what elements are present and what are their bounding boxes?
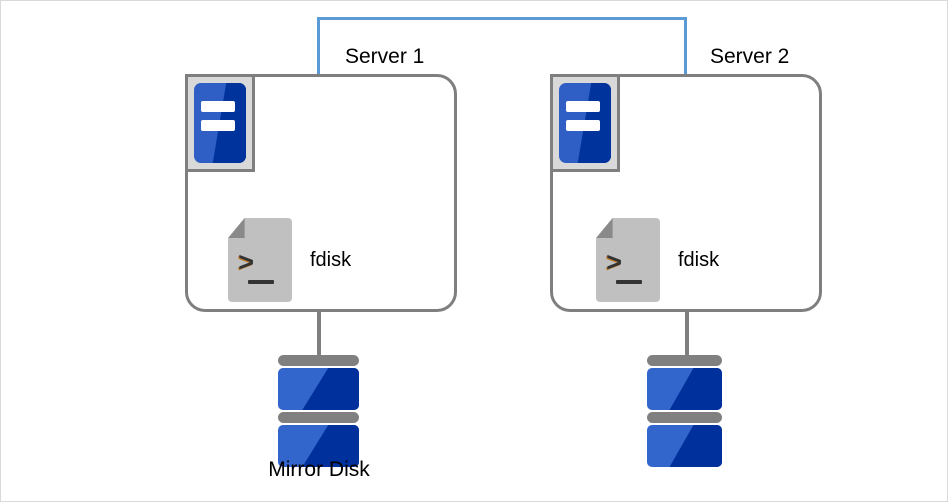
disk-plate-middle-2 bbox=[647, 412, 722, 423]
disk-block-lower-1 bbox=[278, 425, 359, 467]
disk-block-upper-1 bbox=[278, 368, 359, 410]
disk-block-upper-shade-1 bbox=[302, 368, 359, 410]
disk-block-lower-shade-2 bbox=[669, 425, 722, 467]
prompt-underscore-2 bbox=[616, 280, 643, 285]
disk-plate-top-2 bbox=[647, 355, 722, 366]
disk-label-1: Mirror Disk bbox=[268, 458, 370, 481]
server-icon-2 bbox=[550, 74, 620, 172]
fdisk-label-2: fdisk bbox=[678, 248, 720, 271]
terminal-document-icon-2: > bbox=[596, 218, 660, 302]
doc-fold-corner-1 bbox=[228, 218, 245, 239]
server-icon-bar-bottom-1 bbox=[201, 119, 235, 131]
prompt-chevron-icon-2: > bbox=[606, 247, 623, 278]
fdisk-row-1: > fdisk bbox=[228, 218, 351, 302]
disk-connector-2 bbox=[685, 312, 689, 358]
server-icon-bar-bottom-2 bbox=[566, 119, 600, 131]
disk-stack-icon-2[interactable] bbox=[647, 355, 722, 469]
disk-stack-icon-1[interactable] bbox=[278, 355, 359, 469]
interconnect-link bbox=[317, 17, 687, 74]
disk-connector-1 bbox=[317, 312, 321, 358]
server-icon-1 bbox=[185, 74, 255, 172]
disk-plate-top-1 bbox=[278, 355, 359, 366]
server-icon-bar-top-1 bbox=[201, 100, 235, 112]
server-icon-bar-top-2 bbox=[566, 100, 600, 112]
server-label-2: Server 2 bbox=[710, 45, 790, 68]
fdisk-label-1: fdisk bbox=[310, 248, 352, 271]
fdisk-row-2: > fdisk bbox=[596, 218, 719, 302]
disk-block-lower-2 bbox=[647, 425, 722, 467]
prompt-chevron-icon-1: > bbox=[238, 247, 255, 278]
disk-block-upper-shade-2 bbox=[669, 368, 722, 410]
doc-fold-corner-2 bbox=[596, 218, 613, 239]
prompt-underscore-1 bbox=[248, 280, 275, 285]
server-icon-glyph-2 bbox=[559, 83, 611, 163]
disk-plate-middle-1 bbox=[278, 412, 359, 423]
server-label-1: Server 1 bbox=[345, 45, 425, 68]
disk-block-upper-2 bbox=[647, 368, 722, 410]
server-icon-glyph-1 bbox=[194, 83, 246, 163]
terminal-document-icon-1: > bbox=[228, 218, 292, 302]
